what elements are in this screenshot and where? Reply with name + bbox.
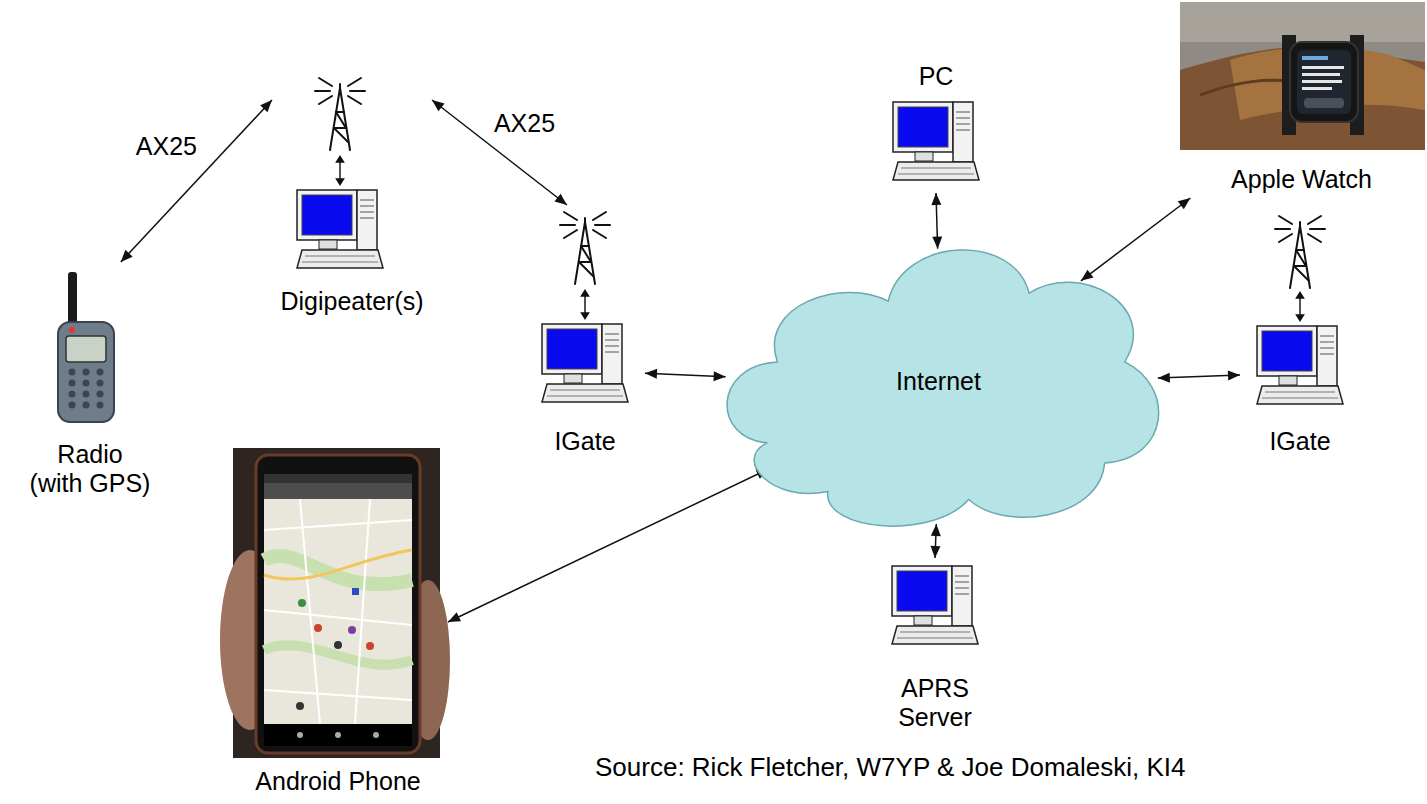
igate-node: IGate	[1240, 210, 1360, 460]
node-label: PC	[919, 62, 954, 91]
arrow-head	[713, 371, 725, 381]
arrow-head	[932, 237, 942, 249]
cloud-shape	[727, 250, 1159, 526]
igate-node: IGate	[525, 205, 645, 460]
arrow-head	[930, 546, 940, 558]
link-arrow	[1295, 291, 1305, 322]
antenna-tower	[1275, 216, 1325, 288]
connector	[931, 193, 942, 249]
connector	[645, 369, 726, 381]
arrow-head	[645, 369, 657, 379]
phone-photo	[220, 448, 450, 758]
antenna-tower	[315, 78, 365, 150]
edge-label: AX25	[133, 132, 200, 161]
connector	[1081, 198, 1190, 281]
connector-line	[1081, 198, 1190, 281]
node-label: IGate	[1269, 427, 1330, 456]
connector	[432, 100, 567, 205]
computer-icon	[892, 566, 978, 644]
arrow-head	[121, 250, 133, 262]
computer-icon	[1257, 326, 1343, 404]
arrow-head	[448, 612, 461, 622]
connector	[448, 469, 769, 622]
connector-line	[432, 100, 567, 205]
arrow-head	[432, 100, 445, 111]
node-label: Radio (with GPS)	[29, 440, 152, 498]
radio-node: Radio (with GPS)	[20, 262, 160, 502]
node-label: Internet	[896, 367, 981, 396]
arrow-head	[1178, 198, 1191, 209]
arrow-head	[1158, 373, 1170, 383]
connector-line	[1158, 375, 1240, 378]
computer-icon	[542, 324, 628, 402]
radio-illustration	[58, 272, 114, 422]
arrow-head	[1081, 270, 1094, 281]
connector	[121, 100, 272, 262]
watch-node: Apple Watch	[1178, 2, 1425, 198]
arrow-head	[1228, 370, 1240, 380]
arrow-head	[554, 194, 567, 205]
arrow-head	[260, 100, 272, 112]
watch-photo	[1180, 2, 1425, 150]
node-label: Apple Watch	[1231, 165, 1372, 194]
link-arrow	[335, 155, 345, 186]
arrow-head	[931, 193, 941, 205]
link-arrow	[580, 289, 590, 320]
node-label: APRS Server	[885, 674, 985, 732]
edge-label: AX25	[491, 108, 558, 137]
phone-node: Android Phone	[228, 444, 448, 800]
node-label: Android Phone	[255, 767, 420, 796]
antenna-tower	[560, 212, 610, 284]
internet-cloud: Internet	[712, 200, 1165, 540]
connector-line	[645, 373, 726, 377]
connector-line	[448, 469, 769, 622]
connector	[1158, 370, 1240, 382]
connector-line	[121, 100, 272, 262]
node-label: Digipeater(s)	[280, 287, 423, 316]
node-label: IGate	[554, 427, 615, 456]
digipeater-node: Digipeater(s)	[272, 70, 432, 320]
computer-icon	[893, 102, 979, 180]
connector	[930, 524, 940, 558]
source-note: Source: Rick Fletcher, W7YP & Joe Domale…	[595, 752, 1186, 782]
server-node: APRS Server	[860, 558, 1010, 736]
computer-icon	[297, 190, 383, 268]
pc-node: PC	[880, 58, 992, 193]
arrow-head	[931, 524, 941, 536]
